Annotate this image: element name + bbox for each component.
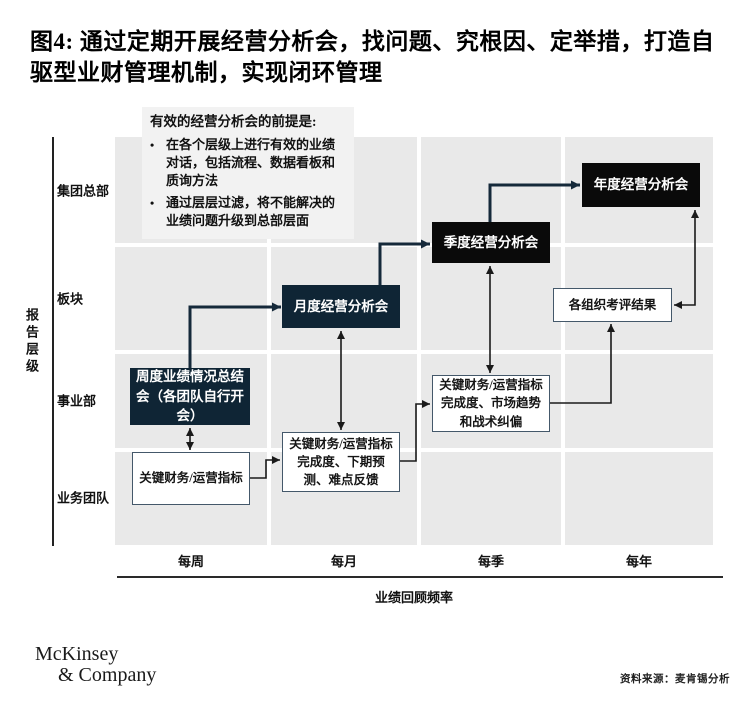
precondition-note: 有效的经营分析会的前提是: • 在各个层级上进行有效的业绩对话，包括流程、数据看… [142, 107, 354, 239]
weekly-meeting-box: 周度业绩情况总结会（各团队自行开会） [130, 368, 250, 425]
logo-line2: & Company [58, 664, 157, 686]
mckinsey-logo: McKinsey & Company [35, 644, 156, 686]
note-header: 有效的经营分析会的前提是: [150, 114, 317, 129]
x-axis-title: 业绩回顾频率 [374, 590, 453, 605]
monthly-kpi-box: 关键财务/运营指标完成度、下期预测、难点反馈 [282, 432, 400, 492]
annual-meeting-box: 年度经营分析会 [582, 163, 700, 207]
x-label-weekly: 每周 [177, 554, 205, 569]
grid-cell [115, 247, 267, 350]
quarterly-kpi-box: 关键财务/运营指标完成度、市场趋势和战术纠偏 [432, 375, 550, 432]
org-review-result-box: 各组织考评结果 [553, 288, 672, 322]
note-bullet-text: 在各个层级上进行有效的业绩对话，包括流程、数据看板和质询方法 [166, 136, 336, 188]
note-bullet-text: 通过层层过滤，将不能解决的业绩问题升级到总部层面 [166, 195, 336, 229]
note-bullet: • 通过层层过滤，将不能解决的业绩问题升级到总部层面 [150, 194, 346, 230]
bullet-icon: • [150, 196, 155, 211]
figure-title: 图4: 通过定期开展经营分析会，找问题、究根因、定举措，打造自驱型业财管理机制，… [30, 29, 715, 86]
x-label-yearly: 每年 [625, 554, 653, 569]
bullet-icon: • [150, 137, 155, 152]
x-label-monthly: 每月 [330, 554, 358, 569]
grid-cell [565, 354, 713, 448]
x-axis-line [117, 576, 723, 578]
source-note: 资料来源：麦肯锡分析 [620, 674, 730, 685]
grid-cell [421, 452, 561, 545]
y-axis-title: 报告层级 [24, 308, 39, 376]
y-label-segment: 板块 [57, 291, 84, 307]
quarterly-meeting-box: 季度经营分析会 [432, 222, 550, 263]
weekly-kpi-box: 关键财务/运营指标 [132, 452, 250, 505]
y-label-business-team: 业务团队 [57, 490, 110, 506]
y-axis-line [52, 137, 54, 546]
y-label-group-hq: 集团总部 [57, 183, 110, 199]
logo-line1: McKinsey [35, 643, 119, 665]
x-label-quarterly: 每季 [477, 554, 505, 569]
grid-cell [565, 452, 713, 545]
note-bullet: • 在各个层级上进行有效的业绩对话，包括流程、数据看板和质询方法 [150, 136, 346, 190]
monthly-meeting-box: 月度经营分析会 [282, 285, 400, 328]
y-label-business-unit: 事业部 [57, 393, 97, 409]
